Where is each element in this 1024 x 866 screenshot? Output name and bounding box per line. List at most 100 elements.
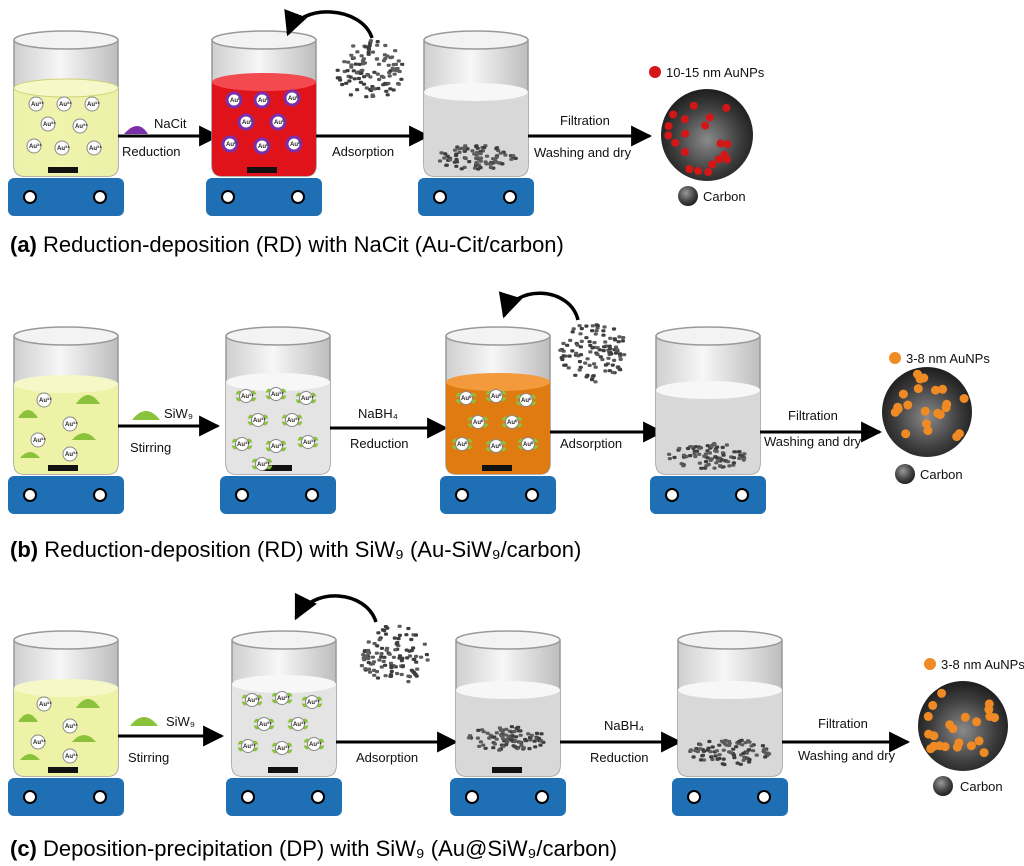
carbon-grain (371, 94, 376, 98)
carbon-grain (595, 346, 600, 350)
carbon-grain (494, 147, 499, 151)
carbon-grain (414, 654, 419, 658)
row-a: Au³⁺ Au³⁺ Au³⁺ Au³⁺ Au³⁺ Au³⁺ Au³⁺ Au³⁺ … (8, 9, 765, 257)
carbon-grain (475, 150, 480, 154)
step-label-top: NaBH₄ (358, 406, 398, 421)
carbon-grain (386, 81, 391, 86)
beaker-c2: Au³⁺Au³⁺Au³⁺Au³⁺Au³⁺Au³⁺Au³⁺Au³⁺ (226, 592, 430, 816)
gold-nanoparticle (705, 113, 714, 122)
row-b: Au³⁺ Au³⁺ Au³⁺ Au³⁺ SiW₉ Stirring Au³⁺Au… (8, 291, 990, 562)
au-siw9-clusters: Au³⁺Au³⁺Au³⁺Au³⁺Au³⁺Au³⁺Au³⁺Au³⁺Au³⁺ (231, 387, 319, 471)
au-core-label: Au⁰ (473, 419, 484, 426)
carbon-grain (371, 668, 377, 672)
carbon-grain (703, 460, 709, 464)
carbon-grain (622, 353, 627, 357)
carbon-sediment (437, 144, 518, 171)
legend-particle-dot (649, 66, 661, 78)
carbon-grain (737, 450, 742, 454)
carbon-grain (699, 466, 704, 470)
carbon-grain (684, 455, 689, 459)
carbon-grain (731, 456, 736, 460)
carbon-grain (592, 341, 597, 345)
au-core (459, 391, 473, 405)
carbon-grain (538, 743, 543, 747)
carbon-grain (366, 667, 372, 671)
carbon-grain (478, 740, 483, 744)
carbon-grain (677, 446, 682, 451)
carbon-grain (367, 87, 373, 92)
ion-label: Au³⁺ (89, 145, 102, 152)
carbon-grain (618, 368, 623, 372)
step-label-bottom: Adsorption (356, 750, 418, 765)
gold-nanoparticle (929, 731, 939, 741)
beaker-c3 (450, 630, 566, 816)
carbon-grain (717, 756, 722, 761)
product-c: 3-8 nm AuNPs Carbon (918, 657, 1024, 796)
carbon-grain (409, 637, 414, 642)
carbon-grain (749, 744, 754, 748)
carbon-grain (500, 737, 506, 741)
carbon-powder-cloud (558, 323, 627, 384)
carbon-grain (375, 43, 380, 47)
carbon-grain (706, 462, 711, 466)
carbon-grain (491, 157, 496, 161)
carbon-grain (532, 739, 537, 743)
carbon-grain (394, 642, 399, 646)
carbon-grain (356, 76, 361, 81)
carbon-grain (383, 674, 388, 678)
carbon-grain (697, 461, 702, 465)
carbon-grain (367, 670, 373, 674)
carbon-grain (614, 348, 620, 352)
carbon-grain (366, 657, 371, 661)
gold-nanoparticle (938, 384, 948, 394)
carbon-powder-cloud (335, 39, 405, 99)
carbon-grain (371, 87, 376, 91)
carbon-grain (385, 93, 390, 97)
carbon-grain (618, 357, 623, 361)
carbon-grain (523, 737, 528, 742)
ion-label: Au³⁺ (33, 739, 46, 746)
carbon-grain (577, 360, 582, 364)
carbon-grain (706, 746, 711, 750)
carbon-grain (751, 749, 756, 753)
au-core-label: Au³⁺ (253, 417, 266, 424)
ion-label: Au³⁺ (87, 101, 100, 108)
au-core (235, 437, 249, 451)
step-label-bottom: Reduction (350, 436, 409, 451)
carbon-grain (388, 674, 394, 678)
carbon-grain (371, 660, 377, 664)
au-core-label: Au³⁺ (277, 695, 290, 702)
au-core (275, 691, 289, 705)
carbon-grain (534, 731, 540, 735)
carbon-grain (710, 757, 715, 762)
carbon-grain (425, 658, 430, 662)
carbon-grain (499, 734, 504, 738)
carbon-grain (701, 749, 707, 753)
carbon-grain (585, 357, 590, 361)
carbon-grain (414, 674, 419, 678)
carbon-grain (387, 74, 392, 78)
au-core-label: Au³⁺ (271, 443, 284, 450)
carbon-grain (516, 725, 521, 729)
carbon-grain (351, 69, 356, 73)
carbon-grain (474, 161, 479, 165)
carbon-grain (345, 69, 350, 73)
carbon-grain (579, 327, 584, 331)
carbon-grain (361, 57, 366, 61)
carbon-grain (348, 93, 353, 97)
carbon-grain (529, 733, 534, 737)
carbon-grain (721, 453, 726, 457)
step-label-bottom: Adsorption (332, 144, 394, 159)
carbon-grain (561, 341, 566, 346)
carbon-grain (453, 153, 459, 158)
carbon-grain (383, 663, 388, 667)
carbon-grain (492, 742, 497, 746)
au-core (521, 437, 535, 451)
carbon-grain (346, 60, 351, 64)
gold-nanoparticle (966, 741, 976, 751)
stir-bar (48, 167, 78, 173)
carbon-grain (747, 740, 752, 744)
carbon-grain (380, 628, 385, 632)
carbon-grain (584, 324, 589, 328)
